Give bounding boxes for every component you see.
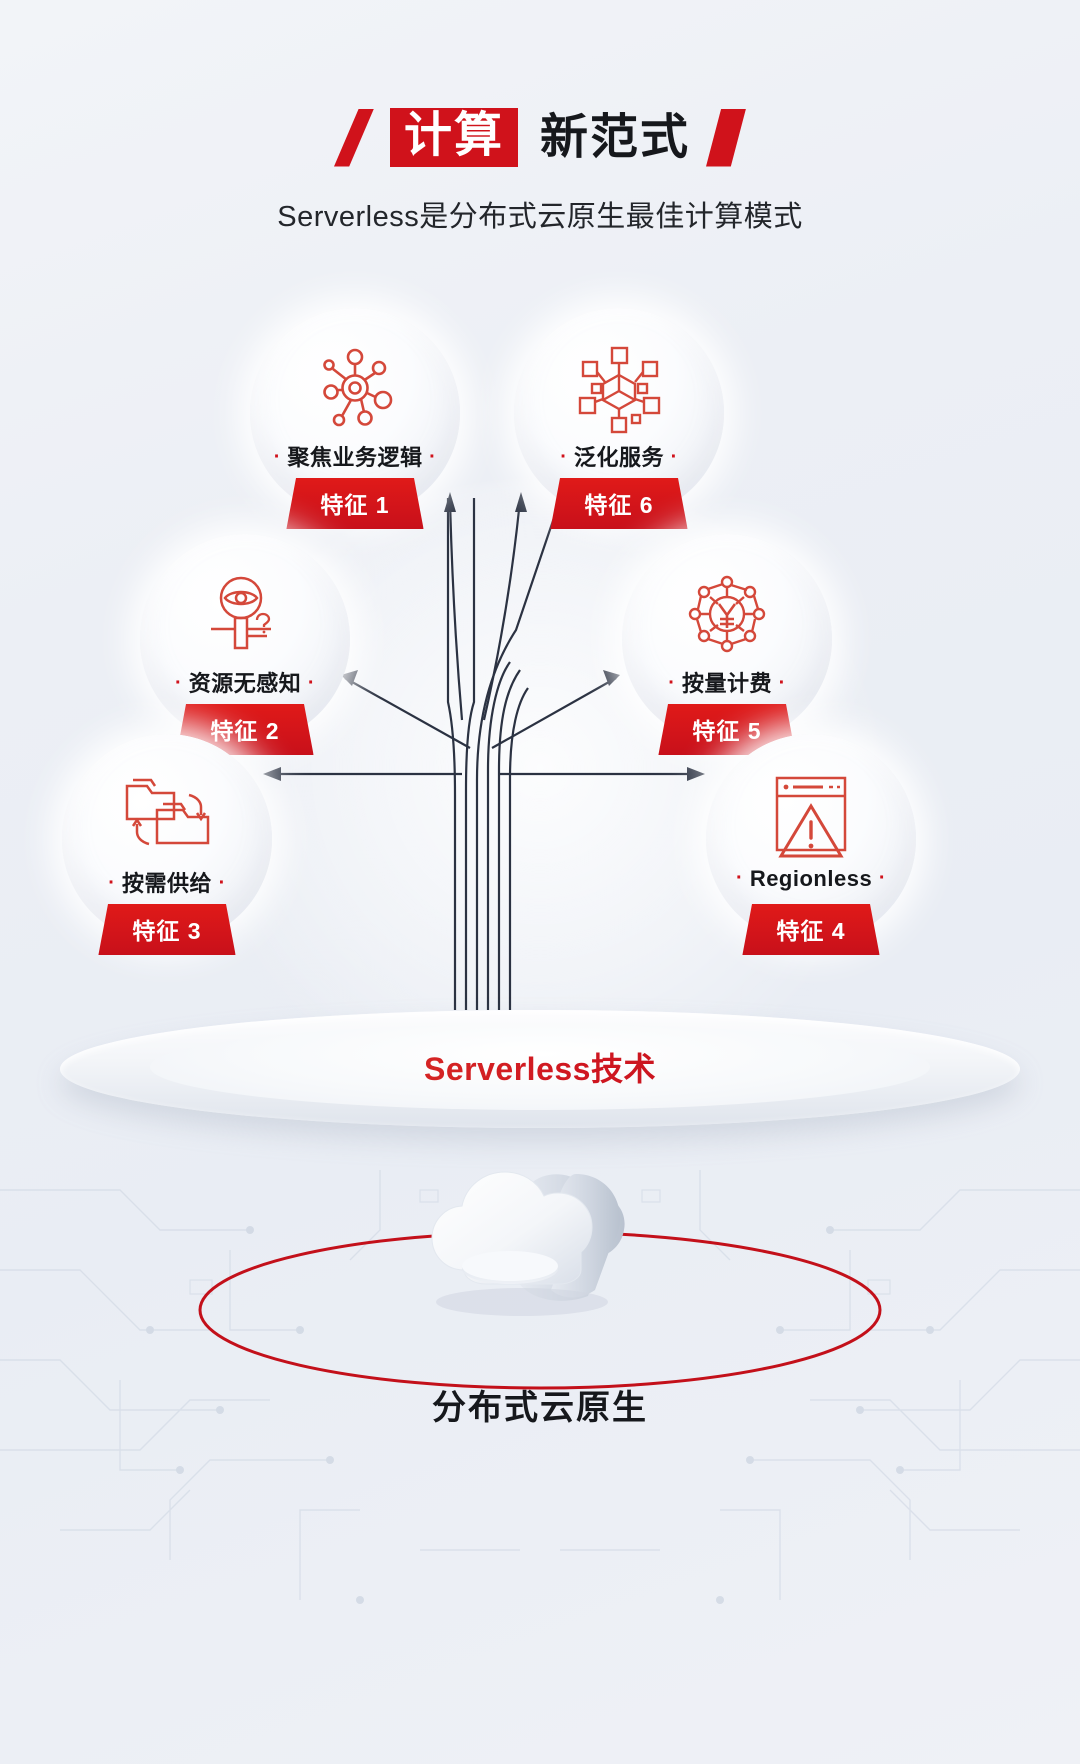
yen-ring-nodes-icon [622,568,832,660]
feature-bubble-1[interactable]: · 聚焦业务逻辑 · 特征 1 [250,308,460,529]
slash-left-icon [333,108,374,167]
feature-label: · 按量计费 · [592,666,862,698]
feature-label: · 按需供给 · [32,866,302,898]
feature-label-text: Regionless [749,866,873,891]
feature-badge: 特征 6 [550,478,688,529]
page-title: 计算 新范式 [0,108,1080,167]
cloud-3d-icon [390,1150,690,1350]
feature-label-text: 按需供给 [121,871,212,896]
feature-bubble-4[interactable]: · Regionless · 特征 4 [706,734,916,955]
bullet-left: · [560,446,568,468]
tree-branches-diagram [263,492,705,1010]
feature-bubble-5[interactable]: · 按量计费 · 特征 5 [622,534,832,755]
feature-badge: 特征 1 [286,478,424,529]
feature-label-text: 按量计费 [681,671,772,696]
slash-right-icon [706,108,747,167]
cube-nodes-icon [514,342,724,434]
page-subtitle: Serverless是分布式云原生最佳计算模式 [277,201,803,233]
eye-magnifier-question-icon [140,568,350,660]
bullet-left: · [273,446,281,468]
platform-inner [150,1024,930,1110]
diagram-stage: · 聚焦业务逻辑 · 特征 1 · [0,250,1080,1130]
bullet-left: · [108,872,116,894]
title-highlight: 计算 [389,108,518,167]
feature-bubble-2[interactable]: · 资源无感知 · 特征 2 [140,534,350,755]
network-hub-icon [250,342,460,434]
bullet-right: · [778,672,786,694]
browser-warning-icon [706,768,916,860]
bullet-left: · [174,672,183,694]
bullet-right: · [429,446,437,468]
platform-disc: Serverless技术 [60,1010,1020,1140]
feature-label: · 泛化服务 · [484,440,754,472]
bullet-right: · [307,672,316,694]
bullet-right: · [218,872,226,894]
platform-label: Serverless技术 [60,1044,1020,1090]
feature-label: · 聚焦业务逻辑 · [220,440,490,472]
feature-bubble-3[interactable]: · 按需供给 · 特征 3 [62,734,272,955]
bullet-right: · [670,446,678,468]
feature-label-text: 泛化服务 [573,445,664,470]
feature-label-text: 聚焦业务逻辑 [287,445,423,470]
bullet-left: · [736,867,744,889]
folders-sync-icon [62,768,272,860]
feature-bubble-6[interactable]: · 泛化服务 · 特征 6 [514,308,724,529]
feature-badge: 特征 3 [98,904,236,955]
feature-label: · Regionless · [676,866,946,892]
title-rest: 新范式 [540,110,691,164]
feature-label: · 资源无感知 · [110,666,380,698]
bullet-left: · [668,672,676,694]
header: 计算 新范式 Serverless是分布式云原生最佳计算模式 [0,0,1080,235]
feature-badge: 特征 4 [742,904,880,955]
bottom-label: 分布式云原生 [432,1389,648,1427]
bottom-section: 分布式云原生 [0,1130,1080,1764]
feature-label-text: 资源无感知 [188,671,302,696]
circuit-background [0,1170,1080,1604]
bullet-right: · [878,867,886,889]
